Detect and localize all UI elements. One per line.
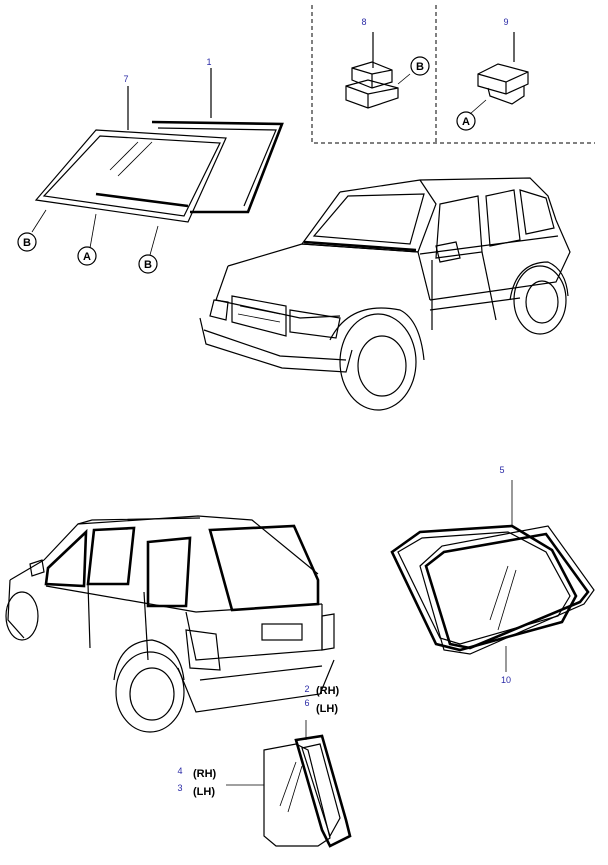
side-label-rh-run-channel: (RH) <box>316 685 340 697</box>
reference-letter-b: B <box>23 237 31 249</box>
reference-b-left: B <box>17 232 37 252</box>
moulding-clip-b <box>345 32 411 109</box>
side-label-rh-door-glass: (RH) <box>193 768 217 780</box>
callout-1: 1 <box>206 57 211 67</box>
windshield-glass <box>34 129 227 223</box>
clip-detail-box <box>311 5 595 144</box>
callout-10: 10 <box>501 675 511 685</box>
callout-9: 9 <box>503 17 508 27</box>
quarter-glass-moulding <box>390 524 578 652</box>
rear-vehicle-illustration <box>5 515 335 733</box>
reference-letter-a: A <box>83 251 91 263</box>
reference-a-center: A <box>77 246 97 266</box>
callout-4: 4 <box>177 766 182 776</box>
reference-letter-b: B <box>144 259 152 271</box>
reference-a-clip9: A <box>456 111 476 131</box>
reference-b-right: B <box>138 254 158 274</box>
side-label-lh-door-glass: (LH) <box>193 786 215 798</box>
windshield-moulding <box>151 120 284 214</box>
callout-2: 2 <box>304 684 309 694</box>
callout-7: 7 <box>123 74 128 84</box>
reference-letter-a: A <box>462 116 470 128</box>
callout-8: 8 <box>361 17 366 27</box>
front-vehicle-illustration <box>199 177 571 411</box>
door-glass <box>263 743 331 847</box>
callout-3: 3 <box>177 783 182 793</box>
side-label-lh-run-channel: (LH) <box>316 703 338 715</box>
quarter-glass <box>419 525 595 655</box>
reference-letter-b: B <box>416 61 424 73</box>
callout-5: 5 <box>499 465 504 475</box>
moulding-clip-a <box>469 32 529 115</box>
callout-6: 6 <box>304 698 309 708</box>
reference-b-clip8: B <box>410 56 430 76</box>
door-run-channel <box>294 734 352 848</box>
